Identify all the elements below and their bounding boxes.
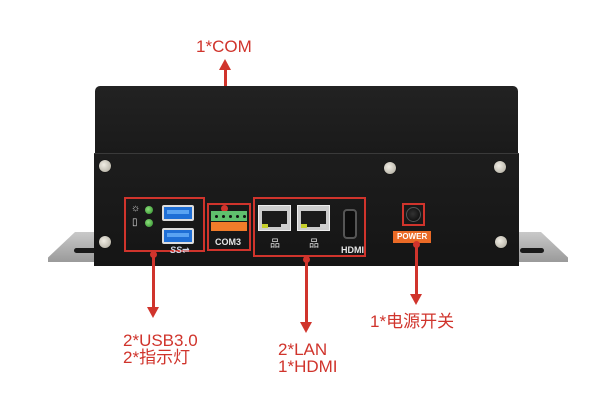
usb3-port-top[interactable] <box>162 205 194 221</box>
com3-port-label: COM3 <box>215 237 242 247</box>
screw-icon <box>494 161 506 173</box>
terminal-pin <box>222 215 225 218</box>
usb-led-highlight-box <box>124 197 205 252</box>
network-icon: 品 <box>309 239 319 250</box>
lan-label-line2: 1*HDMI <box>278 357 338 376</box>
network-icon: 品 <box>270 239 280 250</box>
power-tag-label: POWER <box>393 231 432 243</box>
sun-icon: ☼ <box>131 203 141 214</box>
power-arrow-anchor <box>413 241 420 248</box>
terminal-pin <box>229 215 232 218</box>
screw-icon <box>384 162 396 174</box>
lan-link-led <box>262 224 268 228</box>
usb-arrow-line <box>152 255 155 310</box>
power-highlight-box <box>402 203 425 226</box>
power-label: 1*电源开关 <box>370 312 455 331</box>
com-arrow-anchor <box>221 205 228 212</box>
terminal-pin <box>243 215 246 218</box>
lan-activity-led <box>281 224 287 228</box>
chassis-top-panel <box>95 86 518 154</box>
lan-arrow-head <box>300 322 312 333</box>
lan-port-1[interactable] <box>258 205 291 231</box>
com-arrow-head <box>219 59 231 70</box>
usb-ss-logo-icon: SS⇌ <box>170 245 190 255</box>
screw-icon <box>99 160 111 172</box>
screw-icon <box>99 236 111 248</box>
lan-activity-led <box>320 224 326 228</box>
power-button[interactable] <box>406 207 421 222</box>
bracket-slot <box>520 248 544 253</box>
usb-label-line2: 2*指示灯 <box>123 348 191 367</box>
lan-socket <box>301 211 326 227</box>
lan-arrow-line <box>305 260 308 324</box>
hdmi-port[interactable] <box>343 209 357 239</box>
com-highlight-box <box>207 203 251 251</box>
usb-arrow-anchor <box>150 251 157 258</box>
com-terminal-block[interactable] <box>211 211 247 221</box>
com-label: 1*COM <box>196 37 252 56</box>
terminal-pin <box>236 215 239 218</box>
status-led-disk <box>145 219 153 227</box>
lan-label-line1: 2*LAN <box>278 340 328 359</box>
disk-icon: ▯ <box>132 217 138 228</box>
terminal-pin <box>215 215 218 218</box>
com-terminal-levers <box>211 222 247 231</box>
lan-port-2[interactable] <box>297 205 330 231</box>
status-led-power <box>145 206 153 214</box>
lan-socket <box>262 211 287 227</box>
usb-label-line1: 2*USB3.0 <box>123 331 198 350</box>
usb3-port-bottom[interactable] <box>162 228 194 244</box>
lan-hdmi-highlight-box <box>253 197 366 257</box>
lan-arrow-anchor <box>303 256 310 263</box>
screw-icon <box>495 236 507 248</box>
usb-arrow-head <box>147 307 159 318</box>
lan-link-led <box>301 224 307 228</box>
bracket-slot <box>74 248 98 253</box>
power-arrow-head <box>410 294 422 305</box>
power-arrow-line <box>415 245 418 297</box>
hdmi-port-label: HDMI <box>341 245 364 255</box>
